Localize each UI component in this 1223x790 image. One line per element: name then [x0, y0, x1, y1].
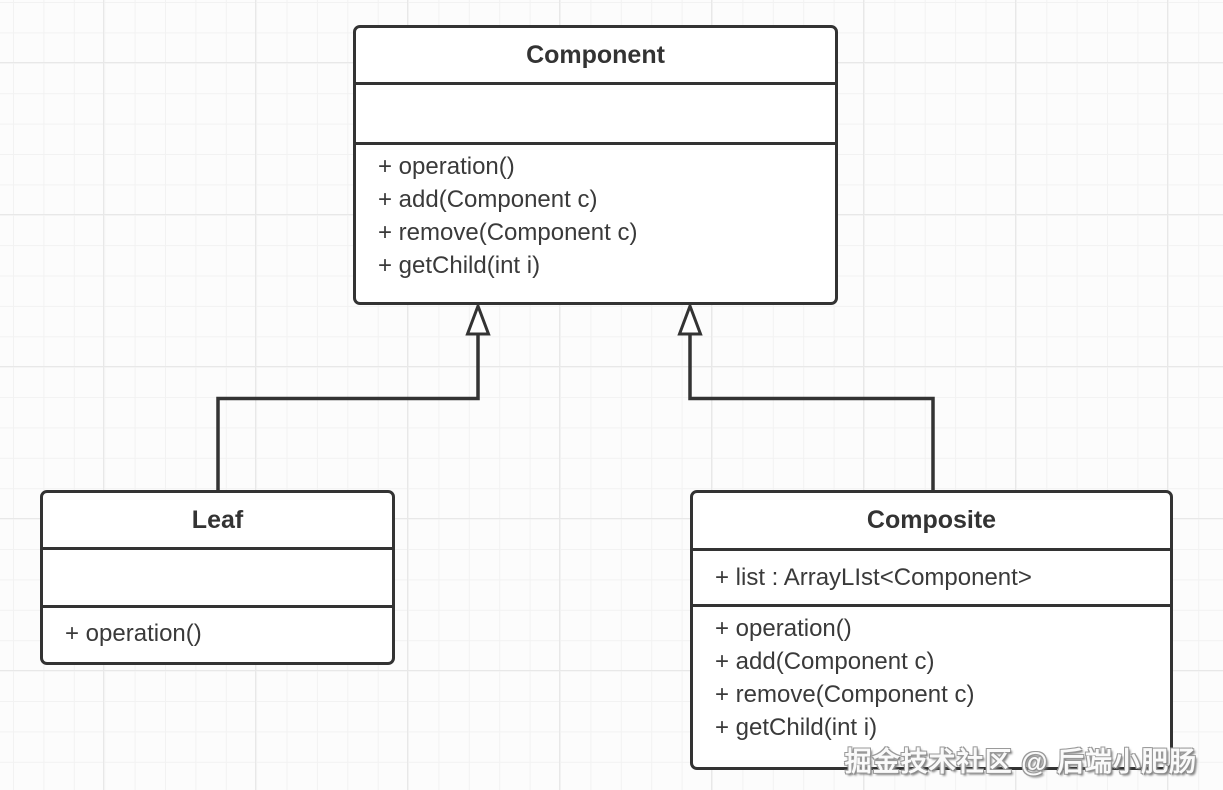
attributes-section: + list : ArrayLIst<Component>: [693, 548, 1170, 607]
attributes-section: [356, 82, 835, 145]
method-item: + operation(): [65, 620, 202, 647]
method-item: + remove(Component c): [378, 219, 638, 246]
methods-section: + operation(): [43, 608, 392, 662]
attribute-item: + list : ArrayLIst<Component>: [715, 563, 1032, 591]
class-box-leaf: Leaf + operation(): [40, 490, 395, 665]
method-item: + operation(): [378, 153, 515, 180]
watermark: 掘金技术社区 @ 后端小肥肠: [844, 747, 1197, 777]
hollow-triangle-arrowhead: [465, 301, 491, 336]
class-name: Leaf: [191, 505, 244, 534]
method-item: + getChild(int i): [378, 252, 541, 279]
methods-section: + operation() + add(Component c) + remov…: [693, 607, 1170, 767]
class-name: Component: [526, 40, 665, 69]
inheritance-arrow-composite-to-component: [677, 301, 935, 490]
method-item: + getChild(int i): [715, 714, 878, 741]
class-box-composite: Composite + list : ArrayLIst<Component> …: [690, 490, 1173, 770]
class-name: Composite: [866, 506, 997, 534]
hollow-triangle-arrowhead: [677, 301, 703, 336]
class-box-component: Component + operation() + add(Component …: [353, 25, 838, 305]
method-item: + add(Component c): [715, 648, 935, 675]
methods-section: + operation() + add(Component c) + remov…: [356, 145, 835, 302]
attributes-section: [43, 547, 392, 608]
method-item: + add(Component c): [378, 186, 598, 213]
method-item: + remove(Component c): [715, 681, 975, 708]
inheritance-arrow-leaf-to-component: [216, 301, 491, 490]
method-item: + operation(): [715, 615, 852, 642]
